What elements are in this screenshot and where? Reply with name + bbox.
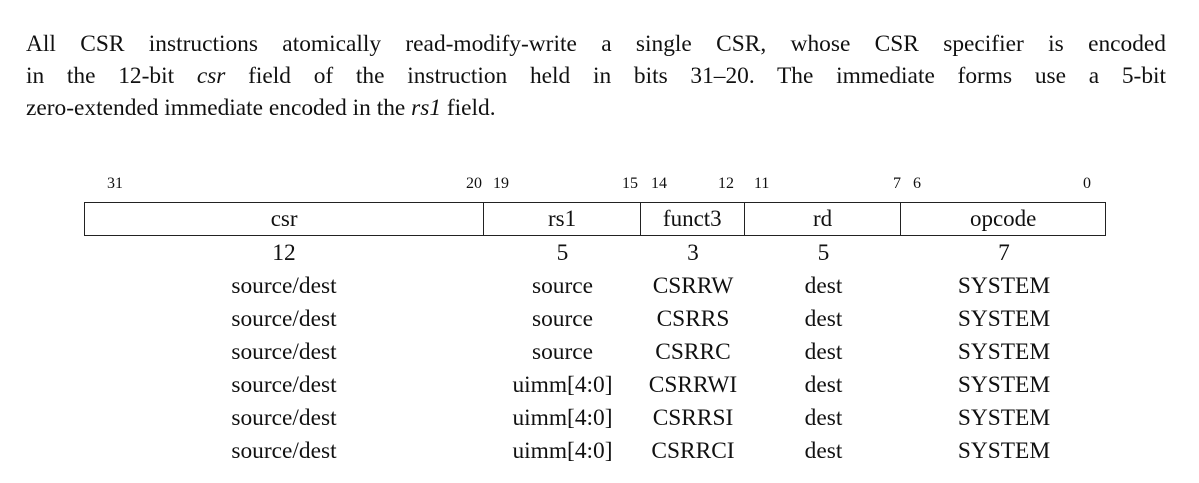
bit-label-12: 12 bbox=[718, 175, 734, 192]
cell-funct3: CSRRS bbox=[656, 306, 730, 332]
bit-position-labels: 31 20 19 15 14 12 11 7 6 0 bbox=[0, 175, 1199, 197]
field-rs1: rs1 bbox=[484, 203, 641, 235]
cell-csr: source/dest bbox=[231, 306, 337, 332]
cell-funct3: CSRRWI bbox=[648, 372, 738, 398]
table-row: source/dest source CSRRC dest SYSTEM bbox=[84, 336, 1106, 369]
field-funct3: funct3 bbox=[641, 203, 745, 235]
cell-rd: dest bbox=[804, 306, 843, 332]
cell-csr: source/dest bbox=[231, 405, 337, 431]
table-row: source/dest uimm[4:0] CSRRSI dest SYSTEM bbox=[84, 402, 1106, 435]
bit-label-20: 20 bbox=[466, 175, 482, 192]
width-funct3: 3 bbox=[687, 240, 699, 266]
cell-rd: dest bbox=[804, 339, 843, 365]
field-csr: csr bbox=[85, 203, 485, 235]
cell-rs1: uimm[4:0] bbox=[512, 372, 613, 398]
width-csr: 12 bbox=[272, 240, 296, 266]
instruction-format-fields: csr rs1 funct3 rd opcode bbox=[84, 202, 1106, 236]
bit-label-15: 15 bbox=[622, 175, 638, 192]
paragraph-line-3: zero-extended immediate encoded in the r… bbox=[26, 95, 496, 121]
bit-label-6: 6 bbox=[913, 175, 921, 192]
cell-rs1: source bbox=[531, 339, 594, 365]
cell-rd: dest bbox=[804, 372, 843, 398]
bit-label-11: 11 bbox=[754, 175, 770, 192]
cell-funct3: CSRRC bbox=[655, 339, 731, 365]
cell-csr: source/dest bbox=[231, 438, 337, 464]
cell-csr: source/dest bbox=[231, 372, 337, 398]
cell-csr: source/dest bbox=[231, 339, 337, 365]
bit-label-7: 7 bbox=[893, 175, 901, 192]
encoding-table: 12 5 3 5 7 source/dest source CSRRW dest… bbox=[84, 237, 1106, 468]
cell-funct3: CSRRCI bbox=[651, 438, 735, 464]
cell-opcode: SYSTEM bbox=[957, 273, 1051, 299]
cell-rs1: uimm[4:0] bbox=[512, 405, 613, 431]
table-row: source/dest source CSRRS dest SYSTEM bbox=[84, 303, 1106, 336]
width-rs1: 5 bbox=[556, 240, 569, 266]
cell-opcode: SYSTEM bbox=[957, 306, 1051, 332]
bit-label-19: 19 bbox=[493, 175, 509, 192]
bit-label-31: 31 bbox=[107, 175, 123, 192]
cell-opcode: SYSTEM bbox=[957, 372, 1051, 398]
cell-csr: source/dest bbox=[231, 273, 337, 299]
width-opcode: 7 bbox=[998, 240, 1010, 266]
cell-rs1: source bbox=[531, 273, 594, 299]
cell-funct3: CSRRW bbox=[652, 273, 734, 299]
paragraph-line-1: All CSR instructions atomically read-mod… bbox=[26, 31, 1166, 57]
paragraph-line-2: in the 12-bit csr field of the instructi… bbox=[26, 63, 1167, 89]
field-widths-row: 12 5 3 5 7 bbox=[84, 237, 1106, 270]
cell-opcode: SYSTEM bbox=[957, 339, 1051, 365]
field-rd: rd bbox=[745, 203, 902, 235]
cell-opcode: SYSTEM bbox=[957, 405, 1051, 431]
cell-rd: dest bbox=[804, 405, 843, 431]
cell-rd: dest bbox=[804, 273, 843, 299]
table-row: source/dest source CSRRW dest SYSTEM bbox=[84, 270, 1106, 303]
field-opcode: opcode bbox=[969, 206, 1037, 231]
cell-opcode: SYSTEM bbox=[957, 438, 1051, 464]
width-rd: 5 bbox=[817, 240, 830, 266]
table-row: source/dest uimm[4:0] CSRRWI dest SYSTEM bbox=[84, 369, 1106, 402]
cell-rd: dest bbox=[804, 438, 843, 464]
bit-label-14: 14 bbox=[651, 175, 667, 192]
table-row: source/dest uimm[4:0] CSRRCI dest SYSTEM bbox=[84, 435, 1106, 468]
cell-rs1: source bbox=[531, 306, 594, 332]
bit-label-0: 0 bbox=[1083, 175, 1091, 192]
cell-funct3: CSRRSI bbox=[652, 405, 734, 431]
description-paragraph: All CSR instructions atomically read-mod… bbox=[26, 28, 1166, 124]
cell-rs1: uimm[4:0] bbox=[512, 438, 613, 464]
